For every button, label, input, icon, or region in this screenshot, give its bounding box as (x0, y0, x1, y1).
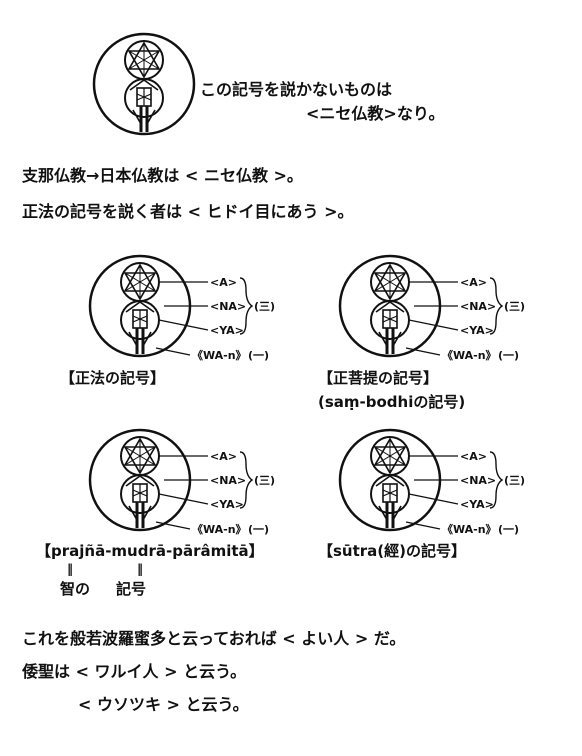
caption-3-eq-right: ‖ (137, 562, 143, 576)
label-na: <NA> (210, 474, 246, 487)
label-na: <NA> (460, 474, 496, 487)
label-a: <A> (210, 276, 237, 289)
caption-3-eq-left: ‖ (67, 562, 73, 576)
para1-line1: 支那仏教→日本仏教は < ニセ仏教 >。 (22, 166, 303, 185)
caption-2b: (saṃ-bodhiの記号) (318, 393, 466, 411)
symbol-1: <A> <NA> <YA> 《WA-n》 (三) (一) (88, 254, 275, 362)
label-one: (一) (248, 523, 269, 536)
label-ya: <YA> (210, 324, 244, 337)
caption-4: 【sūtra(經)の記号】 (318, 542, 467, 560)
caption-3-b: 記号 (116, 580, 147, 598)
label-a: <A> (460, 450, 487, 463)
symbol-2: <A> <NA> <YA> 《WA-n》 (三) (一) (338, 254, 525, 362)
label-ya: <YA> (460, 498, 494, 511)
bottom-line1: これを般若波羅蜜多と云っておれば < よい人 > だ。 (22, 629, 406, 648)
label-one: (一) (498, 523, 519, 536)
top-text-line2: <ニセ仏教>なり。 (306, 104, 445, 123)
label-na: <NA> (210, 300, 246, 313)
symbol-3: <A> <NA> <YA> 《WA-n》 (三) (一) (88, 428, 275, 536)
para1-line2: 正法の記号を説く者は < ヒドイ目にあう >。 (22, 202, 354, 221)
caption-3-a: 智の (60, 580, 91, 598)
top-text-line1: この記号を説かないものは (200, 80, 393, 99)
label-wan: 《WA-n》 (192, 523, 247, 536)
label-wan: 《WA-n》 (192, 349, 247, 362)
label-one: (一) (248, 349, 269, 362)
label-three: (三) (504, 474, 525, 487)
caption-3: 【prajñā-mudrā-pārâmitā】 (36, 542, 264, 560)
bottom-line3: < ウソツキ > と云う。 (78, 695, 249, 714)
caption-2a: 【正菩提の記号】 (318, 369, 439, 387)
label-a: <A> (460, 276, 487, 289)
label-wan: 《WA-n》 (442, 349, 497, 362)
label-three: (三) (254, 474, 275, 487)
label-three: (三) (504, 300, 525, 313)
label-ya: <YA> (210, 498, 244, 511)
symbol-4: <A> <NA> <YA> 《WA-n》 (三) (一) (338, 428, 525, 536)
bottom-line2: 倭聖は < ワルイ人 > と云う。 (22, 662, 247, 681)
label-three: (三) (254, 300, 275, 313)
label-wan: 《WA-n》 (442, 523, 497, 536)
label-one: (一) (498, 349, 519, 362)
emblem-top (92, 32, 196, 136)
label-a: <A> (210, 450, 237, 463)
label-ya: <YA> (460, 324, 494, 337)
label-na: <NA> (460, 300, 496, 313)
caption-1: 【正法の記号】 (60, 369, 166, 387)
